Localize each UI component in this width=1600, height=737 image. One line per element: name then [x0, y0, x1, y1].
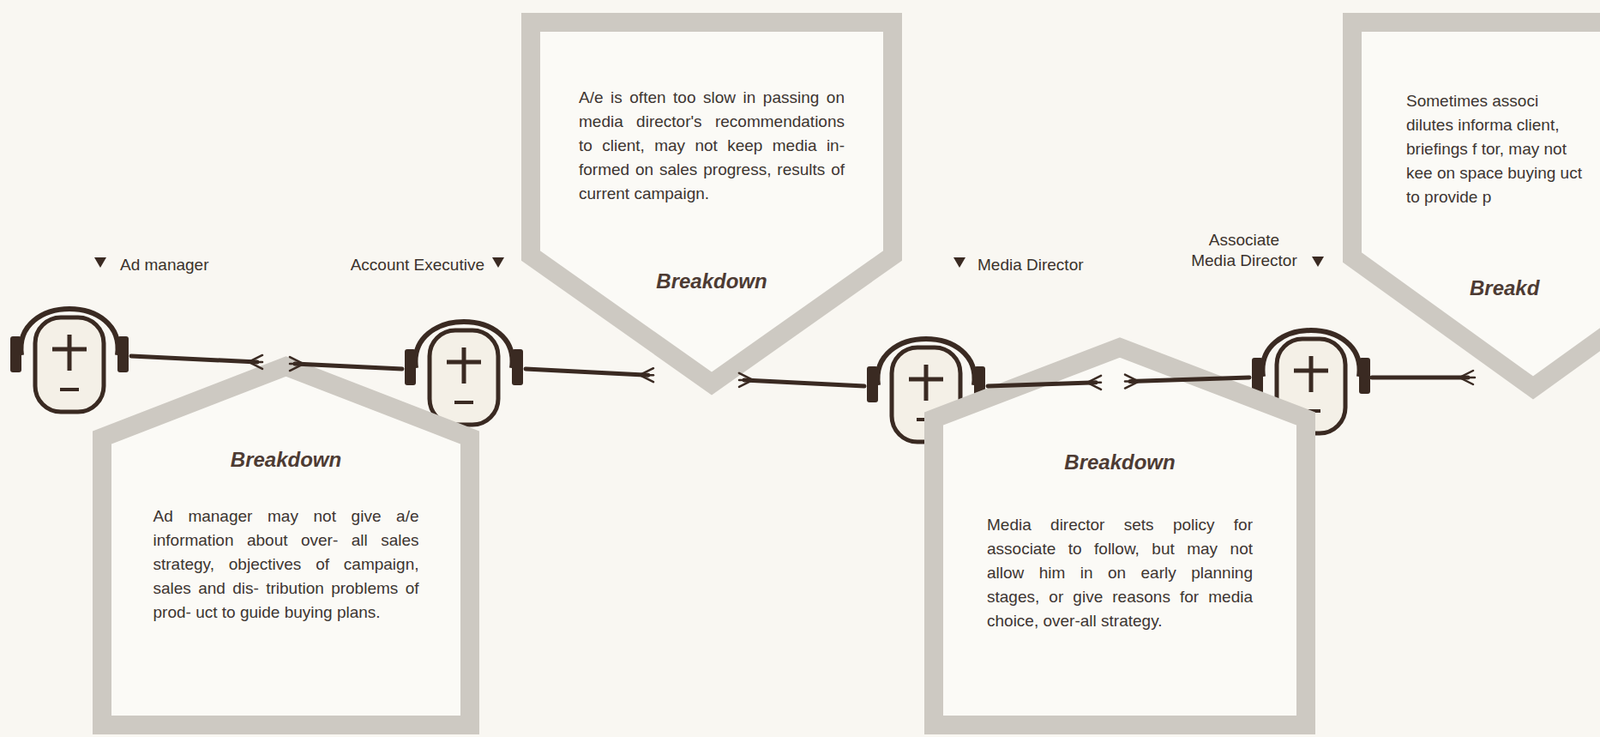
callout-shape [530, 22, 893, 384]
label-holder: Media Director [977, 254, 1084, 276]
pointer-triangle [953, 257, 966, 268]
breakdown-callout: Breakdown A/e is often too slow in passin… [520, 12, 903, 394]
breakdown-callout: BreakdownMedia director sets policy for … [923, 336, 1317, 735]
body-holder: Ad manager may not give a/e information … [153, 504, 420, 625]
pointer-triangle [492, 257, 505, 268]
ear-cup [10, 336, 22, 373]
label-holder: Associate Media Director [1186, 229, 1302, 271]
callout-text: Media director sets policy for associate… [986, 512, 1253, 633]
role-label: Media Director [977, 254, 1084, 276]
role-label: Ad manager [120, 254, 210, 276]
pointer-triangle [94, 257, 107, 268]
face-mark [908, 377, 944, 382]
callout-text: A/e is often too slow in passing on medi… [578, 85, 845, 206]
breakdown-callout: Breakd Sometimes associ dilutes informa c… [1341, 12, 1600, 398]
face-mark [462, 347, 467, 384]
ear-cup [1251, 357, 1264, 394]
head-figure [7, 291, 132, 421]
wire-strand [289, 356, 304, 364]
face [35, 317, 104, 412]
headphone-wire [525, 368, 865, 386]
label-holder: Ad manager [120, 254, 210, 276]
callout-heading: Breakd [1469, 276, 1540, 301]
frayed-end [289, 356, 304, 371]
face-mark [52, 347, 87, 352]
face-mark [446, 360, 482, 365]
frayed-end [739, 372, 753, 387]
body-holder: Sometimes associ dilutes informa client,… [1406, 89, 1582, 210]
ear-cup [511, 348, 524, 385]
frayed-end [1459, 377, 1474, 385]
ear-cup [404, 348, 416, 385]
wire-strand [639, 367, 654, 375]
frayed-end [1124, 374, 1139, 389]
role-label: Account Executive [350, 254, 485, 276]
heading-holder: Breakdown [91, 447, 481, 472]
ear-cup [1359, 357, 1371, 394]
callout-shape [102, 366, 470, 725]
callout-shape [933, 347, 1306, 725]
body-holder: A/e is often too slow in passing on medi… [578, 85, 845, 206]
label-holder: Account Executive [350, 254, 485, 276]
face-mark [454, 400, 474, 404]
face [429, 330, 499, 425]
frayed-end [1087, 375, 1101, 390]
callout-heading: Breakdown [923, 450, 1317, 475]
callout-heading: Breakdown [520, 269, 903, 294]
ear-cup [866, 366, 879, 403]
wire-strand [639, 374, 654, 382]
wire-strand [248, 361, 263, 369]
wire-strand [248, 354, 263, 362]
callout-heading: Breakdown [91, 447, 481, 472]
role-label: Associate Media Director [1186, 229, 1302, 271]
face-mark [60, 387, 79, 391]
callout-outline [923, 336, 1317, 735]
wire-strand [1087, 375, 1101, 383]
heading-holder: Breakd [1469, 276, 1540, 301]
callout-text: Ad manager may not give a/e information … [153, 504, 420, 625]
face-mark [1309, 355, 1314, 392]
loose-wire [1371, 375, 1468, 380]
ear-cup [117, 336, 129, 373]
breakdown-callout: Breakdown Ad manager may not give a/e inf… [91, 355, 481, 735]
frayed-ends [248, 354, 1139, 390]
headphone-wire [131, 355, 403, 369]
wire-strand [289, 363, 304, 371]
wire-strand [739, 379, 753, 387]
face-mark [67, 334, 73, 371]
wire-strand [1124, 381, 1139, 389]
face-mark [1293, 368, 1329, 373]
callout-text: Sometimes associ dilutes informa client,… [1406, 89, 1582, 210]
body-holder: Media director sets policy for associate… [986, 512, 1253, 633]
person-head: Ad manager [7, 291, 132, 421]
pointer-triangle [1311, 256, 1324, 267]
wire-strand [739, 372, 753, 380]
headphone-wire [987, 377, 1250, 386]
frayed-end [639, 367, 654, 382]
wire-strand [1124, 374, 1139, 382]
callout-outline [520, 12, 903, 394]
callout-shape [1352, 22, 1600, 388]
heading-holder: Breakdown [520, 269, 903, 294]
frayed-end [248, 354, 263, 369]
face-mark [924, 364, 929, 401]
wire-strand [1087, 382, 1101, 390]
heading-holder: Breakdown [923, 450, 1317, 475]
